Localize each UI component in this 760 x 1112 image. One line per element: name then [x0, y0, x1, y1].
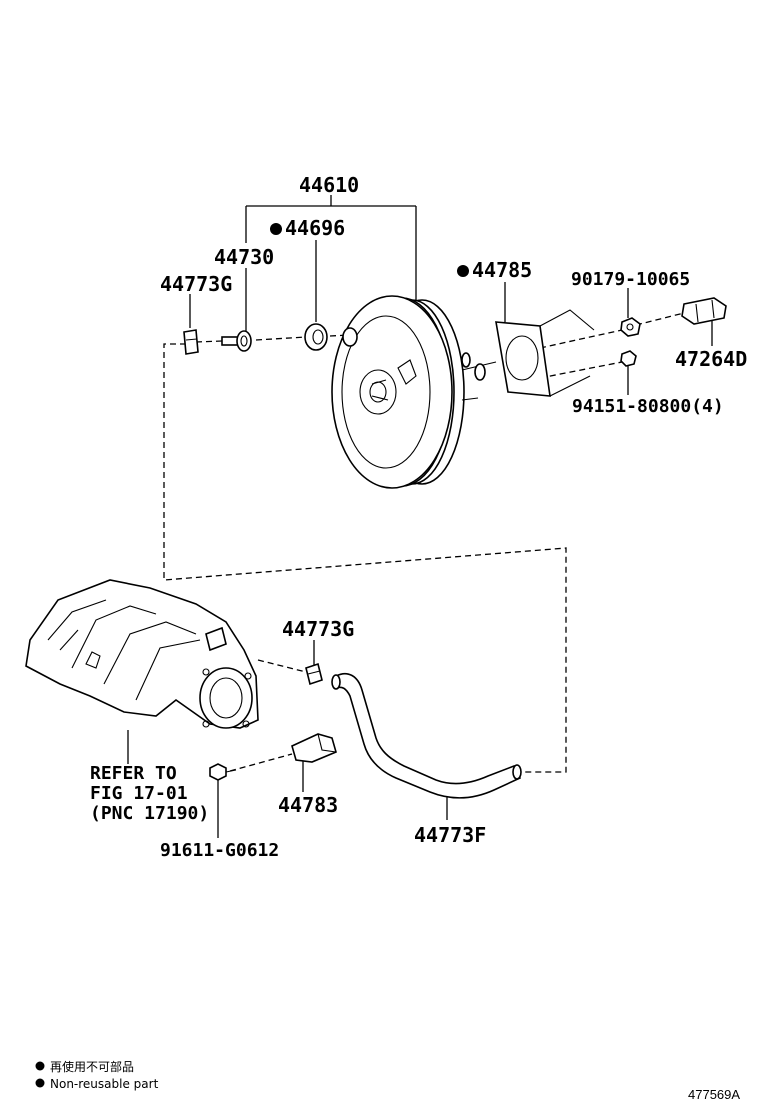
mounting-bracket — [681, 297, 727, 325]
brake-booster — [331, 295, 497, 489]
label-nut-set: 94151-80800(4) — [572, 396, 724, 417]
union-fitting-lower — [305, 662, 323, 686]
legend-english: Non-reusable part — [50, 1077, 159, 1091]
non-reusable-marker — [270, 223, 282, 235]
refer-note-line3: (PNC 17190) — [90, 803, 209, 824]
vacuum-connector — [221, 330, 252, 352]
label-nut: 90179-10065 — [571, 269, 690, 290]
refer-note-line2: FIG 17-01 — [90, 783, 188, 804]
label-clamp: 44783 — [278, 793, 338, 817]
label-connector: 44730 — [214, 245, 274, 269]
nut-set — [620, 350, 637, 367]
dashed-assembly-lines — [163, 312, 685, 773]
label-hose: 44773F — [414, 823, 486, 847]
booster-gasket — [495, 309, 595, 397]
leader-lines — [127, 195, 713, 838]
label-booster-assy: 44610 — [299, 173, 359, 197]
legend-marker — [35, 1078, 45, 1088]
legend: 再使用不可部品 Non-reusable part — [35, 1059, 159, 1091]
hex-nut — [620, 317, 641, 337]
legend-japanese: 再使用不可部品 — [50, 1059, 134, 1074]
flange-bolt — [209, 763, 237, 781]
label-union-top: 44773G — [160, 272, 232, 296]
union-fitting-top — [183, 329, 199, 355]
check-valve-grommet — [304, 323, 328, 351]
label-bolt: 91611-G0612 — [160, 840, 279, 861]
intake-manifold — [25, 579, 259, 729]
legend-marker — [35, 1061, 45, 1071]
label-check-valve: 44696 — [285, 216, 345, 240]
non-reusable-marker — [457, 265, 469, 277]
vacuum-hose — [331, 672, 522, 799]
label-union-lower: 44773G — [282, 617, 354, 641]
label-bracket: 47264D — [675, 347, 747, 371]
hose-clamp — [291, 733, 337, 763]
refer-note-line1: REFER TO — [90, 763, 177, 784]
figure-id: 477569A — [688, 1087, 740, 1102]
label-gasket: 44785 — [472, 258, 532, 282]
